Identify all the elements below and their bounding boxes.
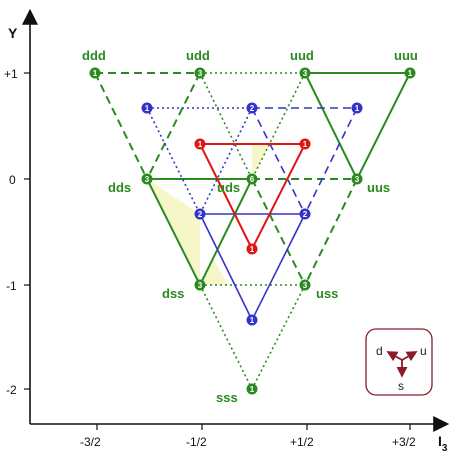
node-red-count: 1: [303, 140, 308, 149]
node-blue: [351, 102, 363, 114]
node-uud-count: 3: [303, 69, 308, 78]
x-tick-label: +3/2: [392, 435, 416, 449]
node-dds: [141, 173, 153, 185]
node-red: [246, 243, 258, 255]
decuplet-nodes: 1 3 3 1 3 6 3 3 3 1: [89, 67, 416, 395]
label-uud: uud: [290, 48, 314, 63]
node-sss: [246, 383, 258, 395]
node-dss-count: 3: [198, 281, 203, 290]
legend-arrow-d: [386, 351, 403, 362]
x-tick-label: +1/2: [290, 435, 314, 449]
node-red-count: 1: [198, 140, 203, 149]
octet-nodes: 1 2 1 2 2 1: [141, 102, 363, 326]
quark-legend: d u s: [365, 328, 433, 396]
decuplet-dotted-lines: [199, 72, 306, 390]
node-blue: [299, 208, 311, 220]
node-blue-count: 1: [145, 104, 150, 113]
node-blue: [194, 208, 206, 220]
x-ticks: [96, 424, 411, 430]
x-axis-title-subscript: 3: [442, 443, 448, 454]
node-blue-count: 2: [303, 210, 308, 219]
node-dds-count: 3: [145, 175, 150, 184]
decuplet-dashed-lines: [94, 72, 358, 286]
y-tick-label: 0: [9, 173, 16, 187]
label-uus: uus: [367, 180, 390, 195]
node-blue: [141, 102, 153, 114]
legend-label-u: u: [420, 344, 427, 358]
y-ticks: [24, 72, 30, 390]
node-uss-count: 3: [303, 281, 308, 290]
label-udd: udd: [186, 48, 210, 63]
node-blue-count: 2: [198, 210, 203, 219]
node-ddd: [89, 67, 101, 79]
node-uuu-count: 1: [408, 69, 413, 78]
node-blue-count: 1: [250, 316, 255, 325]
y-tick-label: +1: [4, 67, 18, 81]
y-axis-title: Y: [8, 25, 18, 41]
node-uus-count: 3: [355, 175, 360, 184]
singlet-nodes: 1 1 1: [194, 138, 311, 255]
node-blue: [246, 314, 258, 326]
node-dss: [194, 279, 206, 291]
x-tick-label: -3/2: [80, 435, 101, 449]
x-axis-title-main: I: [438, 433, 442, 449]
node-uds: [246, 173, 258, 185]
node-uuu: [404, 67, 416, 79]
label-sss: sss: [216, 390, 238, 405]
y-tick-label: -2: [6, 383, 17, 397]
legend-box: [365, 328, 433, 396]
node-red-count: 1: [250, 245, 255, 254]
x-tick-label: -1/2: [186, 435, 207, 449]
singlet-red-lines: [199, 143, 306, 250]
shaded-region-top: [252, 144, 270, 179]
node-red: [299, 138, 311, 150]
decuplet-solid-lines: [146, 72, 411, 286]
legend-arrow-u: [401, 351, 418, 362]
label-uuu: uuu: [394, 48, 418, 63]
node-blue-count: 2: [250, 104, 255, 113]
label-ddd: ddd: [82, 48, 106, 63]
node-uus: [351, 173, 363, 185]
node-ddd-count: 1: [93, 69, 98, 78]
node-uss: [299, 279, 311, 291]
label-uss: uss: [316, 286, 338, 301]
label-uds: uds: [217, 180, 240, 195]
node-red: [194, 138, 206, 150]
node-udd: [194, 67, 206, 79]
x-axis-title: I3: [438, 433, 448, 454]
legend-label-s: s: [398, 379, 404, 393]
node-blue: [246, 102, 258, 114]
label-dds: dds: [108, 180, 131, 195]
node-sss-count: 1: [250, 385, 255, 394]
label-dss: dss: [162, 286, 184, 301]
shaded-region-bottom: [200, 260, 228, 285]
node-udd-count: 3: [198, 69, 203, 78]
node-uds-count: 6: [250, 175, 255, 184]
y-tick-label: -1: [6, 279, 17, 293]
node-uud: [299, 67, 311, 79]
node-blue-count: 1: [355, 104, 360, 113]
octet-blue-lines: [146, 107, 358, 321]
legend-label-d: d: [376, 344, 383, 358]
